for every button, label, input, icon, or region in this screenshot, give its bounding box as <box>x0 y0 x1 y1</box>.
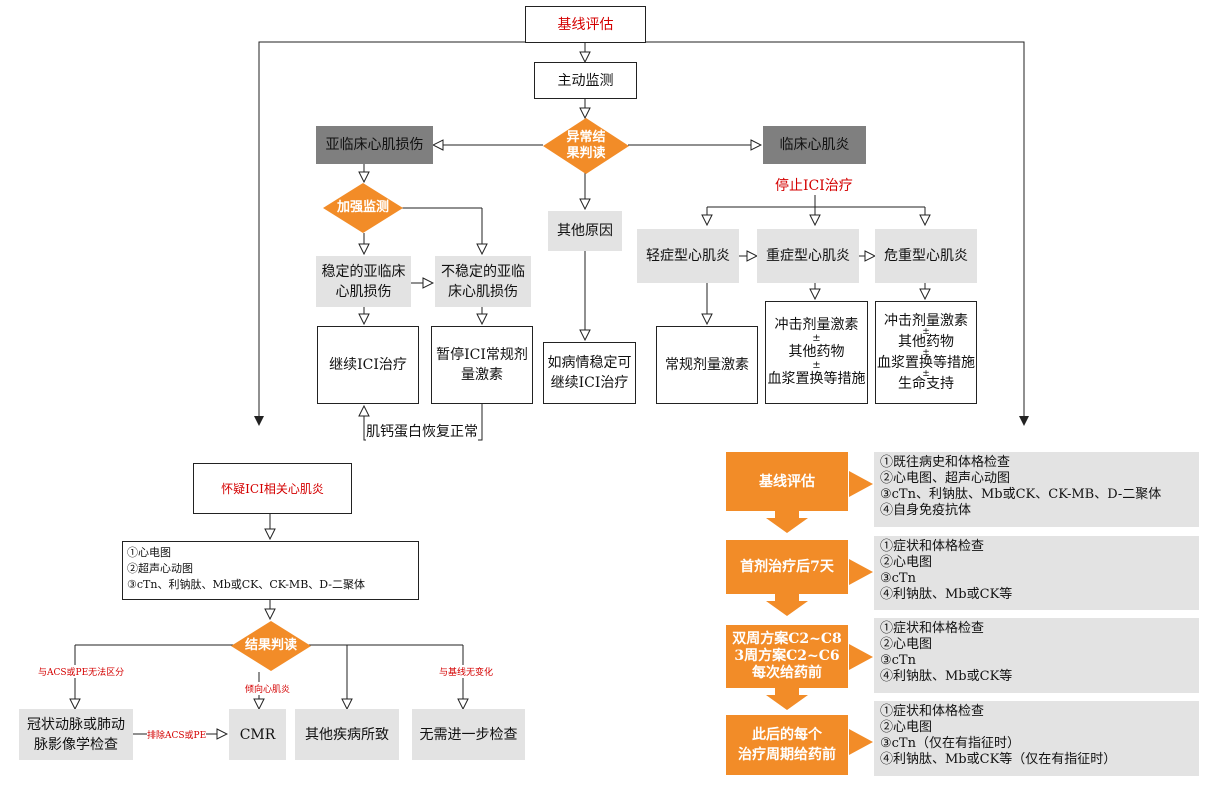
mild-myocarditis-box: 轻症型心肌炎 <box>637 229 739 283</box>
monitor-box: 主动监测 <box>534 62 637 99</box>
no-change-label: 与基线无变化 <box>439 665 494 678</box>
step-item: ④利钠肽、Mb或CK等 <box>880 587 1013 602</box>
step-each-cycle-items: ①症状和体格检查 ②心电图 ③cTn（仅在有指征时） ④利钠肽、Mb或CK等（仅… <box>874 701 1199 776</box>
baseline-box: 基线评估 <box>525 6 646 43</box>
stable-subclinical-label: 稳定的亚临床心肌损伤 <box>321 263 406 300</box>
mild-myocarditis-label: 轻症型心肌炎 <box>646 248 730 264</box>
exclude-acs-pe-label: 排除ACS或PE <box>147 728 207 741</box>
step-item: ②心电图 <box>880 555 933 570</box>
severe-tx-item: ± <box>812 360 821 371</box>
critical-tx-item: ± <box>922 326 930 337</box>
suspect-myocarditis-label: 怀疑ICI相关心肌炎 <box>221 481 324 496</box>
abnormal-judge-label: 异常结果判读 <box>566 130 606 161</box>
if-stable-box: 如病情稳定可继续ICI治疗 <box>543 342 636 404</box>
coronary-imaging-label: 冠状动脉或肺动脉影像学检查 <box>27 716 125 753</box>
step-title: 双周方案C2~C8 <box>732 631 842 647</box>
subclinical-label: 亚临床心肌损伤 <box>325 137 424 153</box>
tend-myocarditis-label: 倾向心肌炎 <box>245 682 291 695</box>
critical-tx-item: 冲击剂量激素 <box>884 312 968 329</box>
other-cause-box: 其他原因 <box>548 211 622 251</box>
no-further-label: 无需进一步检查 <box>419 726 518 743</box>
step-title: 3周方案C2~C6 <box>734 648 840 664</box>
step-item: ③cTn（仅在有指征时） <box>880 736 1020 751</box>
step-item: ①症状和体格检查 <box>880 539 985 554</box>
step-baseline-box: 基线评估 <box>726 452 848 511</box>
cmr-label: CMR <box>239 726 276 743</box>
test-item: ①心电图 <box>127 546 171 559</box>
critical-tx-item: ± <box>922 347 930 358</box>
cmr-box: CMR <box>229 709 286 760</box>
coronary-imaging-box: 冠状动脉或肺动脉影像学检查 <box>19 709 133 760</box>
no-diff-label: 与ACS或PE无法区分 <box>38 665 125 678</box>
test-item: ③cTn、利钠肽、Mb或CK、CK-MB、D-二聚体 <box>127 578 366 591</box>
step-cycle-box: 双周方案C2~C8 3周方案C2~C6 每次给药前 <box>726 625 848 688</box>
critical-myocarditis-box: 危重型心肌炎 <box>875 229 977 283</box>
other-disease-label: 其他疾病所致 <box>305 726 389 743</box>
step-item: ③cTn <box>880 653 916 668</box>
step-first-dose-items: ①症状和体格检查 ②心电图 ③cTn ④利钠肽、Mb或CK等 <box>874 536 1199 610</box>
step-cycle-items: ①症状和体格检查 ②心电图 ③cTn ④利钠肽、Mb或CK等 <box>874 618 1199 693</box>
critical-treatment-box: 冲击剂量激素 ± 其他药物 ± 血浆置换等措施 ± 生命支持 <box>875 301 977 404</box>
suspect-myocarditis-box: 怀疑ICI相关心肌炎 <box>193 463 352 514</box>
critical-tx-item: 血浆置换等措施 <box>877 354 975 371</box>
step-each-cycle-box: 此后的每个 治疗周期给药前 <box>726 715 848 775</box>
subclinical-box: 亚临床心肌损伤 <box>316 126 433 164</box>
critical-tx-item: 其他药物 <box>898 333 954 350</box>
continue-ici-label: 继续ICI治疗 <box>329 357 407 373</box>
step-title: 基线评估 <box>759 473 815 490</box>
severe-myocarditis-label: 重症型心肌炎 <box>766 248 850 264</box>
clinical-myocarditis-label: 临床心肌炎 <box>779 137 850 153</box>
severe-tx-item: 血浆置换等措施 <box>767 371 866 387</box>
unstable-subclinical-label: 不稳定的亚临床心肌损伤 <box>441 263 525 300</box>
step-title: 治疗周期给药前 <box>738 747 836 763</box>
unstable-subclinical-box: 不稳定的亚临床心肌损伤 <box>435 256 531 307</box>
severe-tx-item: 其他药物 <box>788 344 845 360</box>
step-baseline-items: ①既往病史和体格检查 ②心电图、超声心动图 ③cTn、利钠肽、Mb或CK、CK-… <box>874 452 1199 527</box>
step-title: 首剂治疗后7天 <box>740 559 834 575</box>
pause-ici-label: 暂停ICI常规剂量激素 <box>436 347 528 383</box>
stable-subclinical-box: 稳定的亚临床心肌损伤 <box>316 256 411 307</box>
baseline-label: 基线评估 <box>557 16 614 33</box>
step-item: ①症状和体格检查 <box>880 621 985 636</box>
if-stable-label: 如病情稳定可继续ICI治疗 <box>547 355 632 391</box>
step-item: ②心电图 <box>880 720 933 735</box>
other-disease-box: 其他疾病所致 <box>295 709 399 760</box>
stop-ici-label: 停止ICI治疗 <box>775 178 853 194</box>
severe-tx-item: 冲击剂量激素 <box>774 317 859 333</box>
step-title: 每次给药前 <box>752 665 822 681</box>
routine-steroid-box: 常规剂量激素 <box>656 326 758 404</box>
pause-ici-box: 暂停ICI常规剂量激素 <box>431 326 533 404</box>
monitor-label: 主动监测 <box>557 72 614 89</box>
troponin-normal-label: 肌钙蛋白恢复正常 <box>366 421 478 441</box>
step-item: ②心电图、超声心动图 <box>880 471 1011 486</box>
clinical-myocarditis-box: 临床心肌炎 <box>763 126 866 164</box>
critical-myocarditis-label: 危重型心肌炎 <box>884 248 968 264</box>
result-judge-label: 结果判读 <box>244 638 297 653</box>
step-item: ①既往病史和体格检查 <box>880 455 1011 470</box>
critical-tx-item: ± <box>922 368 930 379</box>
no-further-box: 无需进一步检查 <box>412 709 525 760</box>
step-first-dose-box: 首剂治疗后7天 <box>726 540 848 594</box>
routine-steroid-label: 常规剂量激素 <box>665 357 749 373</box>
continue-ici-box: 继续ICI治疗 <box>317 326 419 404</box>
step-item: ①症状和体格检查 <box>880 704 985 719</box>
severe-treatment-box: 冲击剂量激素 ± 其他药物 ± 血浆置换等措施 <box>765 301 868 404</box>
step-item: ④利钠肽、Mb或CK等（仅在有指征时） <box>880 752 1117 767</box>
step-item: ②心电图 <box>880 637 933 652</box>
severe-tx-item: ± <box>812 333 821 344</box>
severe-myocarditis-box: 重症型心肌炎 <box>757 229 859 283</box>
step-item: ③cTn <box>880 571 916 586</box>
step-title: 此后的每个 <box>752 727 822 743</box>
test-item: ②超声心动图 <box>127 562 193 575</box>
other-cause-label: 其他原因 <box>557 223 613 239</box>
suspect-tests-list: ①心电图 ②超声心动图 ③cTn、利钠肽、Mb或CK、CK-MB、D-二聚体 <box>122 541 419 600</box>
step-item: ④自身免疫抗体 <box>880 503 972 518</box>
step-item: ③cTn、利钠肽、Mb或CK、CK-MB、D-二聚体 <box>880 487 1162 502</box>
step-item: ④利钠肽、Mb或CK等 <box>880 669 1013 684</box>
enhance-monitor-label: 加强监测 <box>336 200 389 215</box>
critical-tx-item: 生命支持 <box>898 375 954 392</box>
